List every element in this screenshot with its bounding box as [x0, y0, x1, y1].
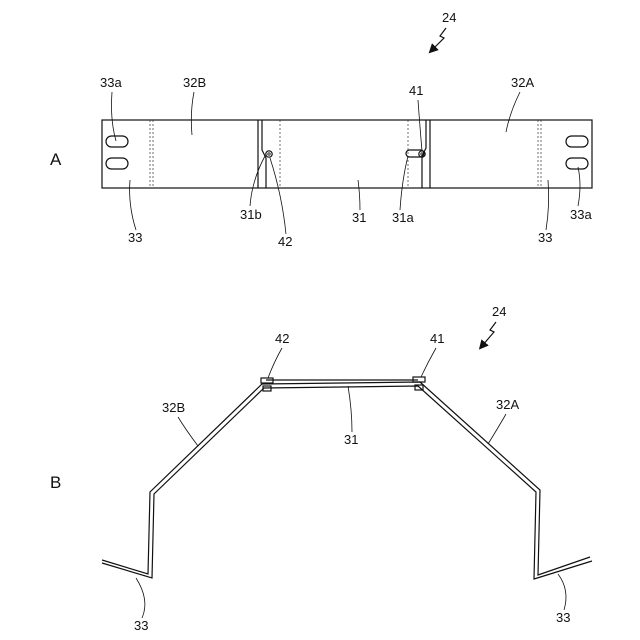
slot-33a-left-lower: [106, 158, 128, 169]
ref-32A-b: 32A: [496, 397, 519, 412]
leader-32B-b: [178, 417, 198, 446]
leader-33-right-b: [558, 574, 566, 610]
leader-42-a: [270, 158, 286, 234]
ref-33-right-b: 33: [556, 610, 570, 625]
strip-outline: [102, 120, 592, 188]
ref-32B-b: 32B: [162, 400, 185, 415]
assembly-24-label-b: 24: [492, 304, 506, 319]
fastener-42-a: [266, 151, 272, 157]
leader-32A-a: [506, 92, 520, 132]
ref-33-left-b: 33: [134, 618, 148, 633]
assembly-24-label-a: 24: [442, 10, 456, 25]
ref-33-right-a: 33: [538, 230, 552, 245]
ref-33a-left-a: 33a: [100, 75, 122, 90]
leader-41-b: [421, 348, 436, 377]
assembly-24-arrow-b: [482, 322, 496, 346]
ref-33a-right-a: 33a: [570, 207, 592, 222]
ref-41-b: 41: [430, 331, 444, 346]
ref-31b-a: 31b: [240, 207, 262, 222]
leader-31a-a: [400, 156, 408, 210]
fastener-42-a-center: [268, 153, 270, 155]
ref-42-b: 42: [275, 331, 289, 346]
figure-a-label: A: [50, 150, 62, 169]
leader-33-left-b: [136, 578, 145, 618]
leader-32A-b: [488, 414, 506, 444]
slot-33a-right-upper: [566, 136, 588, 147]
ref-32A-a: 32A: [511, 75, 534, 90]
leader-41-a: [418, 100, 422, 151]
leader-31-b: [348, 386, 352, 432]
ref-41-a: 41: [409, 83, 423, 98]
figure-a: A 24 33a 32B: [50, 10, 592, 249]
leader-31-a: [358, 180, 360, 210]
ref-33-left-a: 33: [128, 230, 142, 245]
figure-b: B 24 42 41 32B 32A 31 33 33: [50, 304, 592, 633]
leader-33a-right-a: [578, 167, 580, 206]
leader-32B-a: [191, 92, 194, 135]
slot-33a-right-lower: [566, 158, 588, 169]
leader-33a-left: [112, 92, 117, 141]
fastener-41-a-center: [421, 153, 423, 155]
ref-32B-a: 32B: [183, 75, 206, 90]
slot-33a-left-upper: [106, 136, 128, 147]
ref-31-b: 31: [344, 432, 358, 447]
ref-31a-a: 31a: [392, 210, 414, 225]
assembly-24-arrow-a: [432, 28, 446, 50]
ref-42-a: 42: [278, 234, 292, 249]
figure-b-label: B: [50, 473, 61, 492]
leader-42-b: [268, 348, 282, 378]
ref-31-a: 31: [352, 210, 366, 225]
